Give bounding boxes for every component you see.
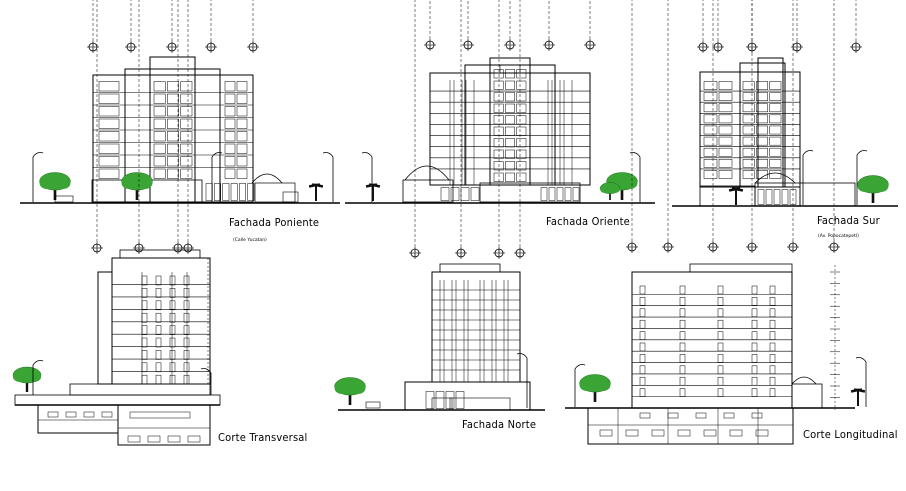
axis-marker [462,0,474,51]
street-lamp-icon [855,357,867,407]
label-corte-longitudinal: Corte Longitudinal [803,428,898,441]
elevation-sur [672,0,898,207]
axis-marker [697,0,709,53]
axis-marker [514,0,526,259]
dome [791,376,817,385]
label-corte-transversal: Corte Transversal [218,431,308,444]
elevation-poniente [20,0,340,204]
elevation-oriente [345,0,655,204]
label-fachada-poniente-sub: (Calle Yucatan) [233,238,267,243]
axis-marker [707,0,719,253]
tree-icon [121,172,153,200]
axis-marker [850,0,862,53]
axis-marker [205,0,217,53]
palm-icon [308,183,324,201]
axis-marker [746,0,758,253]
axis-marker [787,0,799,253]
axis-marker [712,0,724,53]
axis-marker [791,0,803,53]
tree-icon [599,182,621,200]
axis-marker [91,0,103,254]
axis-marker [172,0,184,254]
axis-marker [424,0,436,51]
palm-icon [850,388,866,406]
street-lamp-icon [200,368,212,395]
label-fachada-poniente: Fachada Poniente [229,216,320,229]
street-lamp-icon [574,364,586,407]
label-fachada-norte: Fachada Norte [462,418,537,431]
street-lamp-icon [516,353,528,408]
axis-marker [662,0,674,253]
palm-icon [728,187,744,205]
street-lamp-icon [211,152,223,202]
axis-marker [626,0,638,253]
axis-marker [828,0,840,253]
axis-marker [247,0,259,53]
dome [251,173,283,184]
section-longitudinal [565,0,867,445]
palm-icon [365,183,381,201]
section-transversal [12,0,221,446]
axis-marker [125,0,137,53]
axis-marker [409,0,421,259]
axis-marker [493,0,505,259]
dome [754,172,796,184]
axis-marker [455,0,467,259]
tree-icon [12,366,42,392]
street-lamp-icon [361,152,373,202]
dome [404,165,450,181]
axis-marker [166,0,178,53]
tree-icon [39,172,71,200]
axis-marker [543,0,555,51]
street-lamp-icon [32,360,44,395]
street-lamp-icon [856,150,868,205]
axis-marker [584,0,596,51]
tree-icon [857,175,889,203]
label-fachada-oriente: Fachada Oriente [546,215,630,228]
street-lamp-icon [802,150,814,205]
axis-marker [504,0,516,51]
street-lamp-icon [32,152,44,202]
street-lamp-icon [322,152,334,202]
axis-marker [133,0,145,254]
tree-icon [579,374,611,402]
tree-icon [334,377,366,405]
axis-marker [87,0,99,53]
street-lamp-icon [629,152,641,202]
elevation-norte [334,0,545,411]
label-fachada-sur-sub: (Av. Popocatepetl) [818,234,859,239]
label-fachada-sur: Fachada Sur [817,214,880,227]
